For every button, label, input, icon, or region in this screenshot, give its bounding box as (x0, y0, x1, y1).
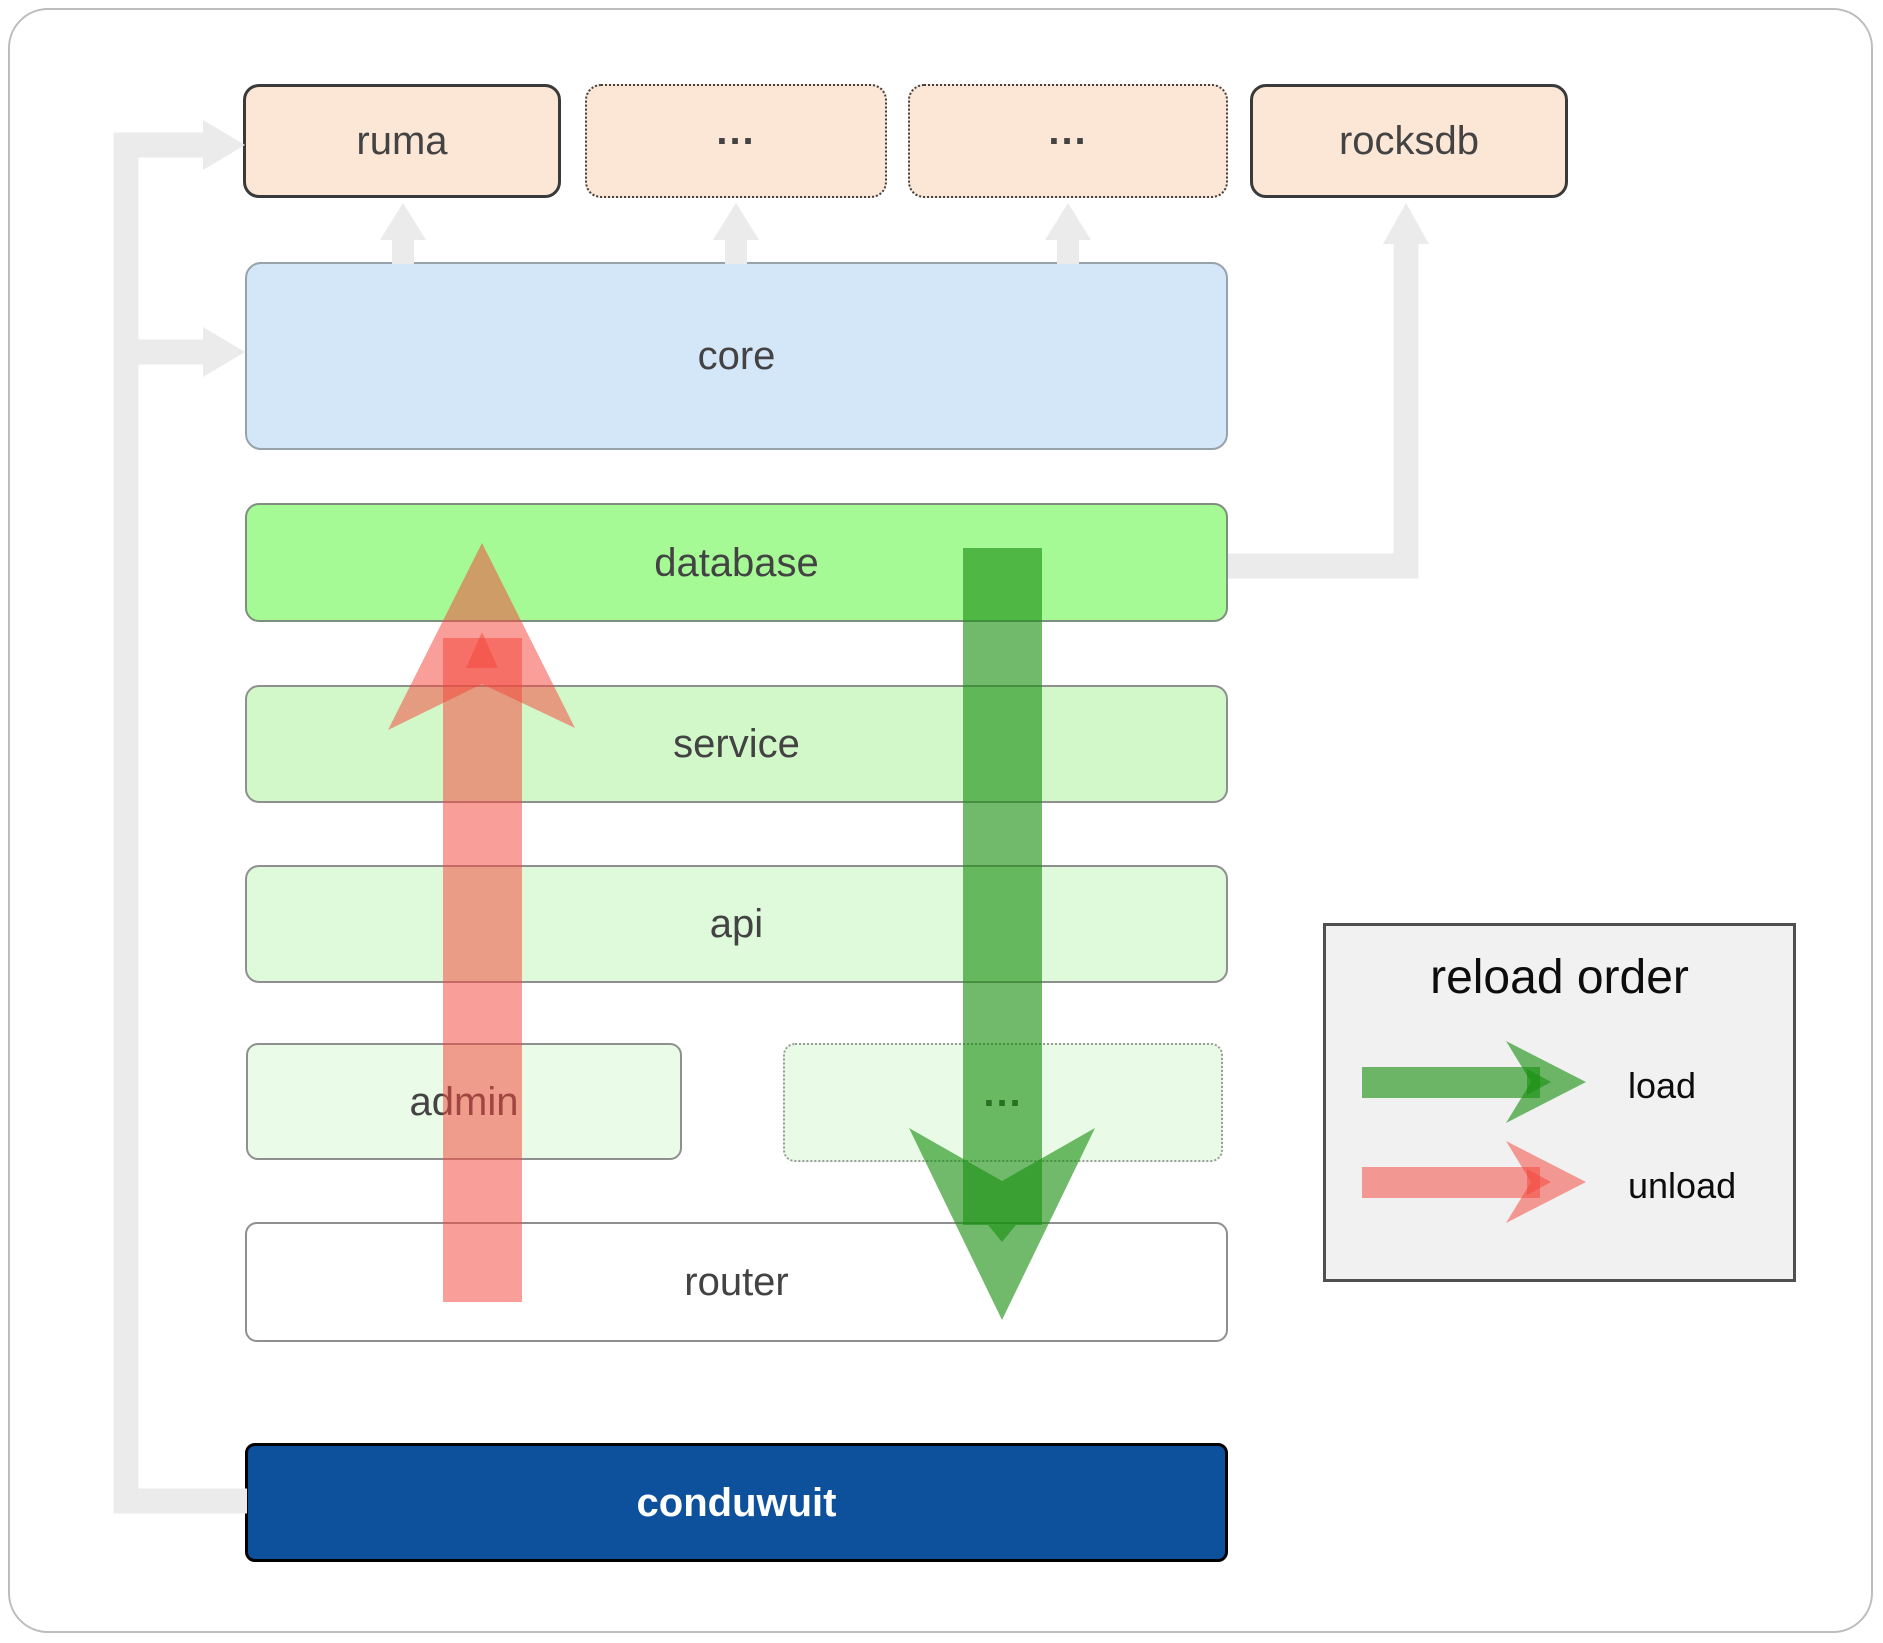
box-database: database (245, 503, 1228, 622)
box-api: api (245, 865, 1228, 983)
legend-reload-order: reload order load unload (1323, 923, 1796, 1282)
box-ellipsis-top-1-label: ... (716, 109, 756, 153)
legend-load-label: load (1628, 1065, 1697, 1106)
box-ellipsis-top-1: ... (585, 84, 887, 198)
box-ellipsis-top-2-label: ... (1048, 109, 1088, 153)
box-core-label: core (697, 334, 776, 378)
box-service-label: service (673, 722, 800, 766)
box-conduwuit-label: conduwuit (636, 1480, 837, 1525)
outer-frame (8, 8, 1873, 1633)
box-ruma: ruma (243, 84, 561, 198)
box-ellipsis-top-2: ... (908, 84, 1228, 198)
box-router-label: router (684, 1260, 789, 1304)
box-core: core (245, 262, 1228, 450)
legend-unload-label: unload (1628, 1165, 1737, 1206)
box-rocksdb: rocksdb (1250, 84, 1568, 198)
legend-title: reload order (1430, 951, 1689, 1004)
box-admin-label: admin (409, 1079, 519, 1124)
box-ellipsis-admin-row: ... (783, 1043, 1223, 1162)
box-router: router (245, 1222, 1228, 1342)
box-rocksdb-label: rocksdb (1338, 119, 1480, 163)
box-api-label: api (709, 902, 764, 946)
box-database-label: database (654, 540, 819, 585)
box-ruma-label: ruma (356, 119, 448, 163)
box-admin: admin (246, 1043, 682, 1160)
box-service: service (245, 685, 1228, 803)
box-conduwuit: conduwuit (245, 1443, 1228, 1562)
box-ellipsis-admin-row-label: ... (983, 1070, 1023, 1115)
